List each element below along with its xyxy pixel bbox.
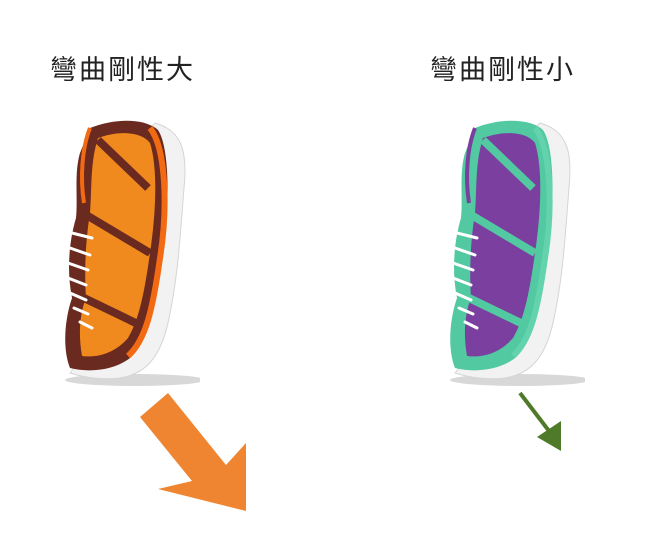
flexible-shoe-panel: 彎曲剛性小: [325, 0, 650, 540]
panel-title-stiff: 彎曲剛性大: [50, 55, 195, 86]
green-shoe-image: [450, 120, 585, 386]
panel-title-flexible: 彎曲剛性小: [430, 55, 575, 86]
stiff-shoe-panel: 彎曲剛性大: [50, 55, 246, 511]
orange-shoe-image: [65, 120, 200, 386]
arrow-down-right-small-icon: [518, 391, 561, 451]
arrow-down-right-large-icon: [140, 393, 246, 511]
